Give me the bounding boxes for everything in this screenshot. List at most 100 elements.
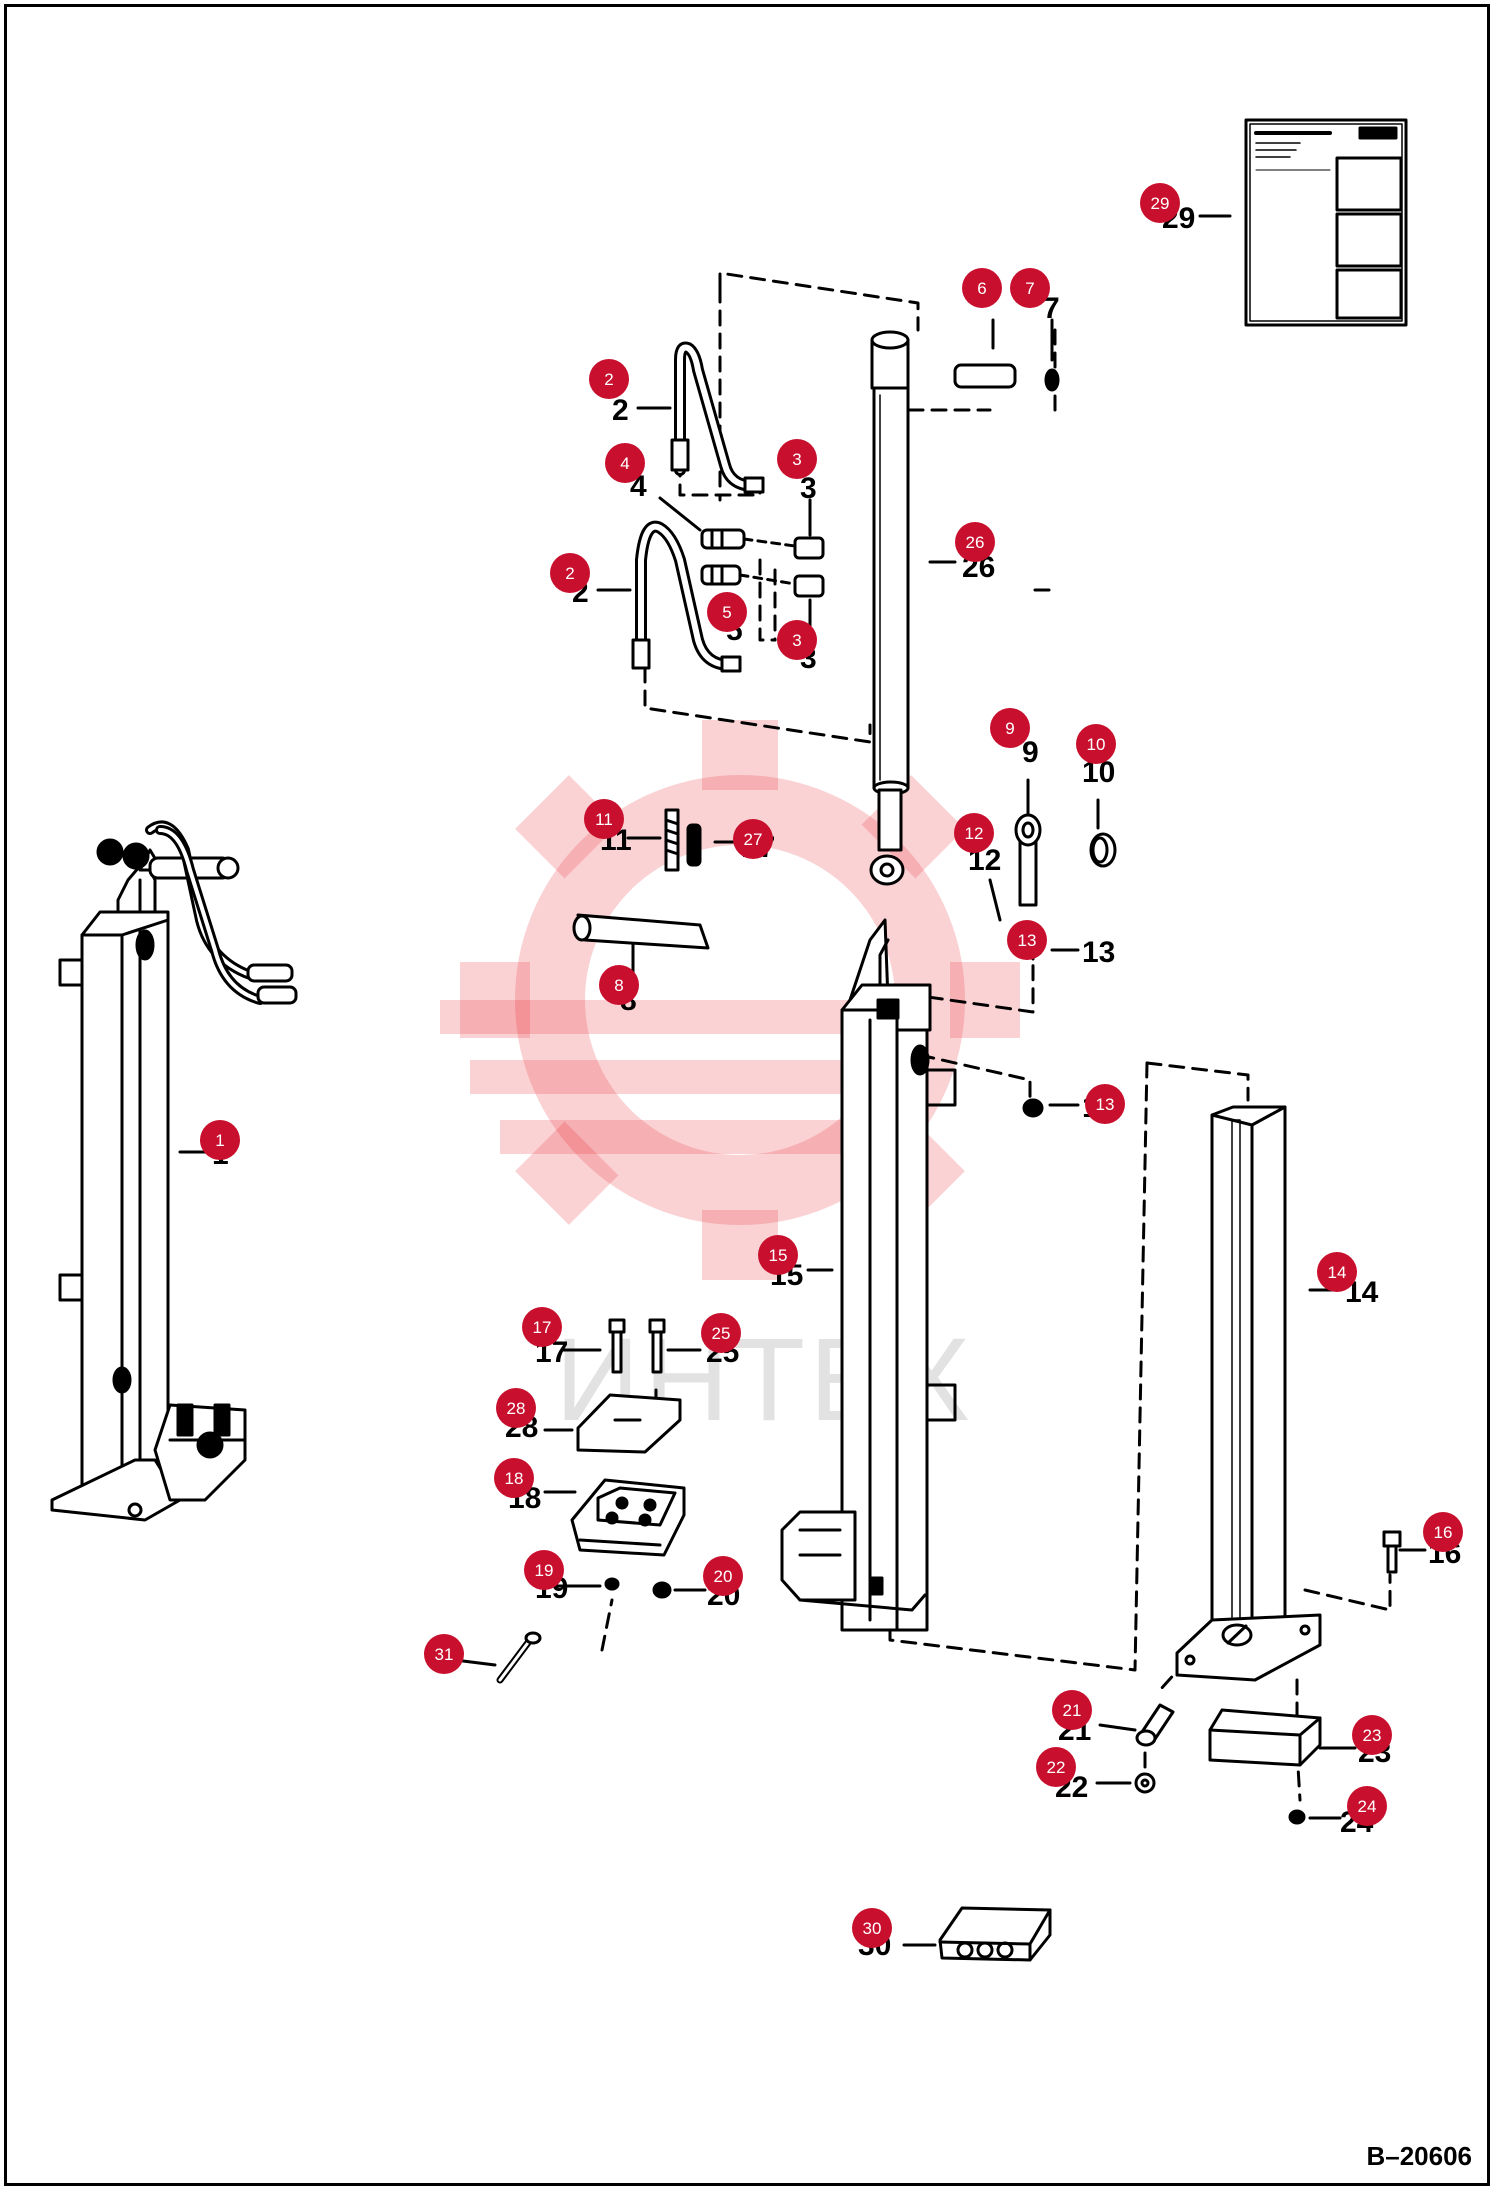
callout-marker-label: 31 [435,1645,454,1664]
part-number-2-upper: 2 [612,394,629,427]
callout-marker-label: 11 [595,810,613,829]
callout-marker-label: 28 [507,1399,526,1418]
callout-marker-label: 5 [722,603,731,622]
callout-marker-27: 27 [733,819,773,859]
pin-and-clip [953,363,1060,392]
drawing-frame [4,4,1490,2186]
callout-marker-circle [954,813,994,853]
callout-marker-16: 16 [1423,1512,1463,1552]
callout-marker-circle [758,1235,798,1275]
callout-marker-1: 1 [200,1120,240,1160]
callout-marker-8: 8 [599,965,639,1005]
callout-marker-25: 25 [701,1313,741,1353]
callout-marker-circle [707,592,747,632]
callout-marker-label: 3 [792,450,801,469]
hydraulic-hose-lower [631,520,742,673]
callout-marker-12: 12 [954,813,994,853]
assembled-jack-stand [50,820,298,1522]
jack-body [780,918,957,1632]
callout-marker-circle [990,708,1030,748]
callout-marker-4: 4 [605,443,645,483]
callout-marker-circle [1347,1786,1387,1826]
callout-marker-30: 30 [852,1908,892,1948]
outer-sleeve [1175,1105,1322,1682]
callout-marker-label: 2 [604,370,613,389]
callout-marker-circle [962,268,1002,308]
callout-marker-14: 14 [1317,1252,1357,1292]
callout-marker-13-1: 13 [1085,1084,1125,1124]
callout-marker-circle [1076,724,1116,764]
callout-marker-label: 4 [620,454,629,473]
callout-marker-23: 23 [1352,1715,1392,1755]
bolt-16 [1382,1530,1402,1574]
callout-marker-circle [1085,1084,1125,1124]
link-and-bushing [988,813,1117,922]
instruction-sheet-icon [1244,118,1408,327]
callout-marker-label: 16 [1434,1523,1453,1542]
callout-marker-circle [701,1313,741,1353]
callout-marker-label: 18 [505,1469,524,1488]
callout-marker-label: 30 [863,1919,882,1938]
callout-marker-circle [703,1556,743,1596]
callout-marker-label: 17 [533,1318,552,1337]
callout-marker-circle [494,1458,534,1498]
callout-marker-26: 26 [955,522,995,562]
hydraulic-cylinder [869,330,910,886]
callout-marker-label: 13 [1018,931,1037,950]
callout-marker-circle [200,1120,240,1160]
bracket-23 [1208,1708,1322,1767]
callout-marker-label: 3 [792,631,801,650]
callout-marker-circle [1052,1690,1092,1730]
nut-19 [604,1577,620,1591]
callout-marker-circle [1036,1747,1076,1787]
callout-marker-label: 20 [714,1567,733,1586]
callout-marker-7: 7 [1010,268,1050,308]
callout-marker-circle [1352,1715,1392,1755]
callout-marker-circle [496,1388,536,1428]
callout-marker-21: 21 [1052,1690,1092,1730]
callout-marker-17: 17 [522,1307,562,1347]
pin-31 [496,1631,542,1684]
callout-marker-circle [550,553,590,593]
callout-marker-label: 6 [977,279,986,298]
callout-marker-circle [1423,1512,1463,1552]
nut-13-lower [1022,1098,1044,1118]
callout-marker-circle [777,439,817,479]
callout-marker-circle [584,799,624,839]
callout-marker-label: 23 [1363,1726,1382,1745]
part-number-7: 7 [1043,292,1060,325]
callout-marker-label: 8 [614,976,623,995]
callout-marker-circle [1140,183,1180,223]
mount-plate-18 [570,1478,686,1557]
callout-marker-9: 9 [990,708,1030,748]
nut-24 [1288,1809,1306,1825]
pin-21-washer-22 [1134,1703,1175,1794]
callout-marker-circle [599,965,639,1005]
watermark-logo: ИНТЕХ [440,720,1020,1446]
callout-marker-6: 6 [962,268,1002,308]
callout-marker-label: 25 [712,1324,731,1343]
callout-marker-5: 5 [707,592,747,632]
callout-marker-label: 24 [1358,1797,1377,1816]
callout-marker-circle [424,1634,464,1674]
callout-marker-label: 21 [1063,1701,1082,1720]
callout-marker-3-1: 3 [777,620,817,660]
callout-marker-circle [524,1550,564,1590]
nut-20 [652,1581,672,1599]
callout-marker-label: 15 [769,1246,788,1265]
callout-marker-11: 11 [584,799,624,839]
callout-marker-18: 18 [494,1458,534,1498]
callout-marker-label: 29 [1151,194,1170,213]
part-number-9: 9 [1022,736,1039,769]
callout-marker-label: 7 [1025,279,1034,298]
callout-marker-29: 29 [1140,183,1180,223]
pin-assembly [572,808,710,950]
callout-marker-circle [1007,920,1047,960]
coupler-set [700,528,825,598]
block-30 [938,1906,1052,1962]
callout-marker-22: 22 [1036,1747,1076,1787]
callout-marker-label: 10 [1087,735,1106,754]
callout-marker-circle [852,1908,892,1948]
callout-marker-circle [1317,1252,1357,1292]
